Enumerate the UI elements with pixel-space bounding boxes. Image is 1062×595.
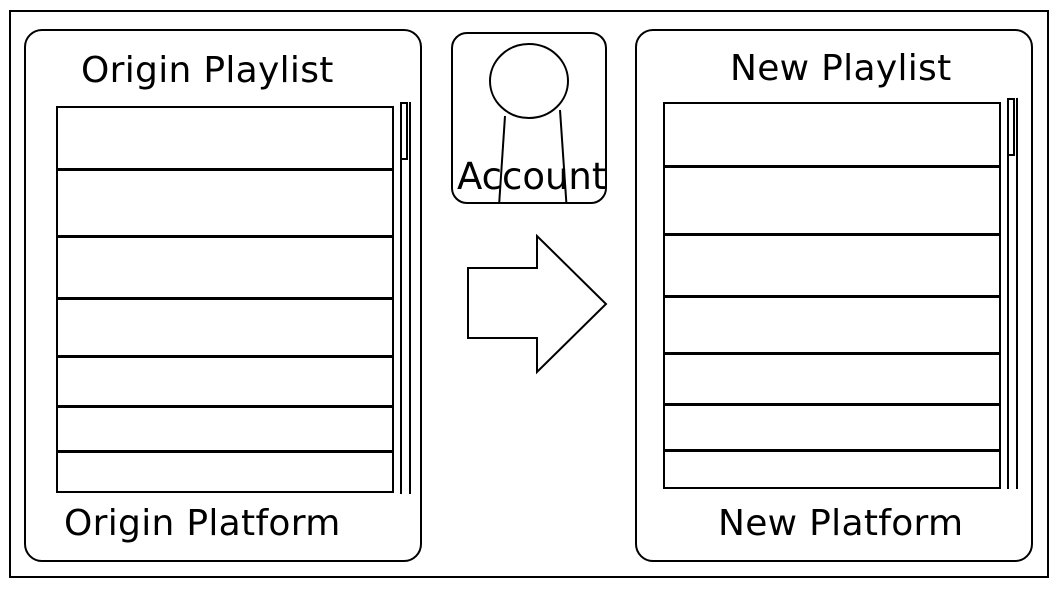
origin-platform-panel: Origin Playlist Origin Platform [24, 29, 422, 562]
origin-platform-label: Origin Platform [64, 503, 341, 544]
new-playlist-row[interactable] [665, 168, 999, 236]
account-widget[interactable]: Account [451, 32, 607, 204]
person-icon [489, 43, 569, 202]
origin-playlist-row[interactable] [58, 453, 392, 491]
new-playlist-row[interactable] [665, 236, 999, 298]
origin-playlist-title: Origin Playlist [81, 50, 334, 91]
origin-playlist-row[interactable] [58, 108, 392, 171]
new-platform-label: New Platform [718, 503, 964, 544]
origin-playlist-row[interactable] [58, 300, 392, 358]
new-playlist-row[interactable] [665, 104, 999, 168]
new-platform-panel: New Playlist New Platform [635, 29, 1033, 562]
new-playlist-row[interactable] [665, 452, 999, 489]
arrow-right-icon [467, 234, 608, 375]
origin-playlist-row[interactable] [58, 408, 392, 453]
origin-playlist-row[interactable] [58, 358, 392, 408]
origin-playlist-row[interactable] [58, 171, 392, 238]
new-playlist-row[interactable] [665, 355, 999, 406]
new-scrollbar-thumb[interactable] [1007, 98, 1015, 156]
origin-playlist-list [56, 106, 394, 493]
origin-playlist-row[interactable] [58, 238, 392, 300]
origin-scrollbar-thumb[interactable] [400, 102, 408, 160]
origin-scrollbar[interactable] [400, 102, 412, 494]
app-frame [9, 10, 1049, 578]
new-playlist-row[interactable] [665, 298, 999, 355]
new-playlist-list [663, 102, 1001, 489]
account-label: Account [457, 155, 607, 198]
new-scrollbar[interactable] [1007, 98, 1019, 489]
new-playlist-title: New Playlist [730, 48, 952, 89]
new-playlist-row[interactable] [665, 406, 999, 452]
